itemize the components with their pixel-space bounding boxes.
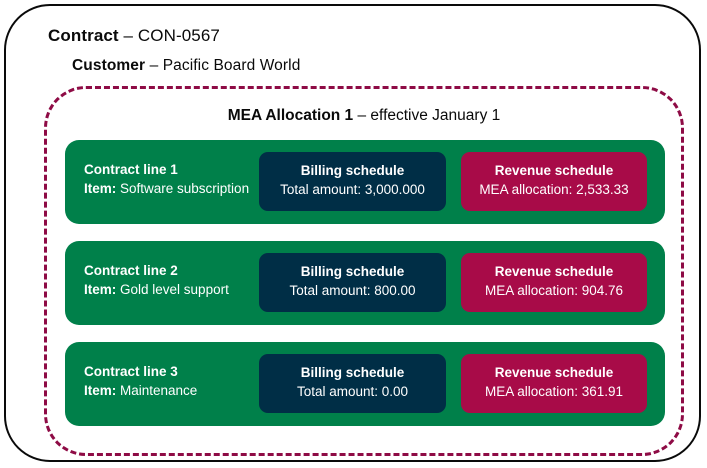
contract-separator: – — [118, 26, 138, 45]
contract-value: CON-0567 — [137, 26, 220, 45]
mea-allocation-value: effective January 1 — [370, 107, 501, 124]
revenue-schedule-title: Revenue schedule — [494, 365, 614, 380]
billing-schedule-box: Billing schedule Total amount: 0.00 — [259, 354, 446, 413]
billing-schedule-box: Billing schedule Total amount: 800.00 — [259, 253, 446, 312]
revenue-schedule-title: Revenue schedule — [494, 264, 614, 279]
contract-line-card: Contract line 2 Item: Gold level support… — [65, 241, 665, 325]
revenue-schedule-amount: MEA allocation: 361.91 — [484, 384, 624, 399]
item-label: Item: — [84, 181, 117, 196]
contract-label: Contract — [48, 26, 119, 45]
contract-line-name: Contract line 1 — [84, 162, 178, 177]
contract-line-info: Contract line 3 Item: Maintenance — [84, 362, 269, 400]
contract-line-item: Item: Maintenance — [84, 381, 269, 400]
revenue-schedule-amount: MEA allocation: 2,533.33 — [479, 182, 629, 197]
contract-line-info: Contract line 2 Item: Gold level support — [84, 261, 269, 299]
contract-line-card: Contract line 1 Item: Software subscript… — [65, 140, 665, 224]
customer-heading: Customer – Pacific Board World — [72, 57, 300, 75]
contract-line-item: Item: Gold level support — [84, 280, 269, 299]
billing-schedule-title: Billing schedule — [300, 365, 405, 380]
revenue-schedule-box: Revenue schedule MEA allocation: 904.76 — [461, 253, 647, 312]
billing-schedule-amount: Total amount: 0.00 — [296, 384, 409, 399]
revenue-schedule-box: Revenue schedule MEA allocation: 2,533.3… — [461, 152, 647, 211]
revenue-schedule-box: Revenue schedule MEA allocation: 361.91 — [461, 354, 647, 413]
contract-line-info: Contract line 1 Item: Software subscript… — [84, 160, 269, 198]
revenue-schedule-title: Revenue schedule — [494, 163, 614, 178]
contract-container: Contract – CON-0567 Customer – Pacific B… — [4, 4, 701, 462]
mea-allocation-container: MEA Allocation 1 – effective January 1 C… — [44, 86, 684, 456]
item-value: Gold level support — [116, 282, 229, 297]
contract-heading: Contract – CON-0567 — [48, 26, 220, 46]
customer-value: Pacific Board World — [162, 57, 301, 74]
contract-line-card: Contract line 3 Item: Maintenance Billin… — [65, 342, 665, 426]
mea-allocation-separator: – — [353, 107, 371, 124]
item-value: Software subscription — [116, 181, 250, 196]
mea-allocation-heading: MEA Allocation 1 – effective January 1 — [47, 107, 681, 125]
item-label: Item: — [84, 282, 117, 297]
contract-line-name: Contract line 2 — [84, 263, 178, 278]
revenue-schedule-amount: MEA allocation: 904.76 — [484, 283, 624, 298]
customer-label: Customer — [72, 57, 146, 74]
contract-line-item: Item: Software subscription — [84, 179, 269, 198]
mea-allocation-label: MEA Allocation 1 — [227, 107, 354, 124]
item-value: Maintenance — [116, 383, 198, 398]
billing-schedule-title: Billing schedule — [300, 163, 405, 178]
item-label: Item: — [84, 383, 117, 398]
contract-line-name: Contract line 3 — [84, 364, 178, 379]
billing-schedule-amount: Total amount: 800.00 — [289, 283, 416, 298]
billing-schedule-amount: Total amount: 3,000.000 — [280, 182, 425, 197]
billing-schedule-title: Billing schedule — [300, 264, 405, 279]
customer-separator: – — [145, 57, 163, 74]
billing-schedule-box: Billing schedule Total amount: 3,000.000 — [259, 152, 446, 211]
